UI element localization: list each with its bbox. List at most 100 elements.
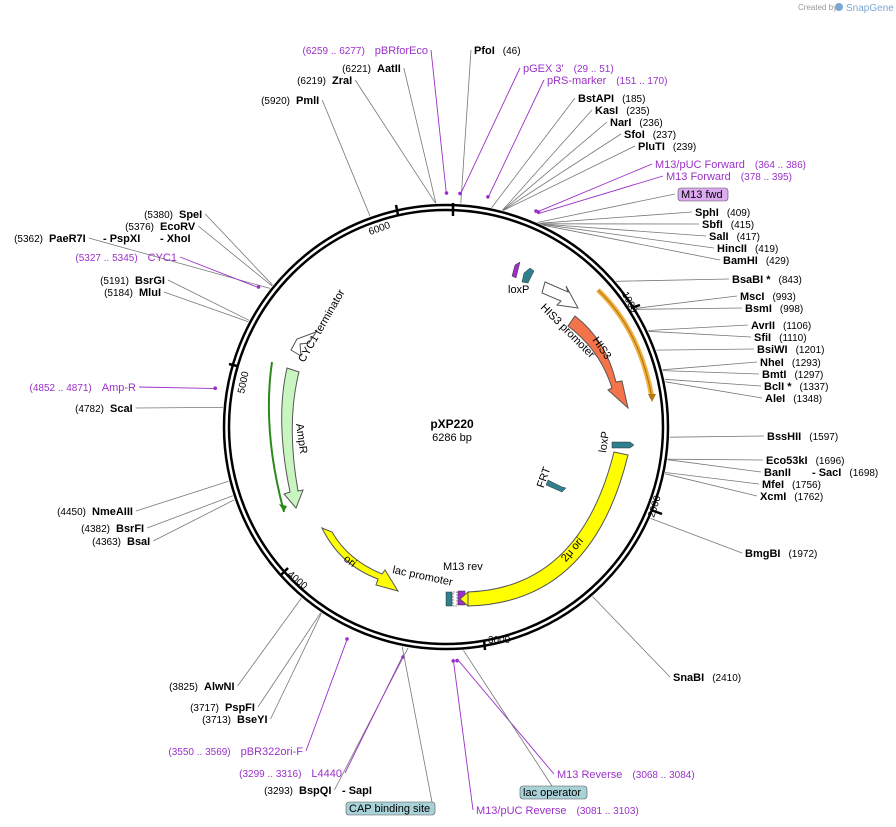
primer-m13-puc-forward-3[interactable]: M13/pUC Forward(364 .. 386) (655, 159, 806, 171)
m13-fwd-box[interactable]: M13 fwd (677, 187, 729, 202)
lac-operator-mark[interactable] (445, 591, 453, 607)
site-nhei-20[interactable]: NheI(1293) (760, 357, 821, 369)
site-pspxi-44[interactable]: - PspXI (103, 233, 140, 245)
site-bamhi-13[interactable]: BamHI(429) (723, 255, 789, 267)
site-aatii-1[interactable]: AatII(6221) (342, 63, 401, 75)
site-bcli-22[interactable]: BclI *(1337) (764, 381, 828, 393)
site-leader-line (667, 458, 764, 461)
lac-operator-box-bg (519, 785, 588, 800)
site-bsrgi-42[interactable]: BsrGI(5191) (100, 275, 165, 287)
site-bseyi-34[interactable]: BseYI(3713) (202, 714, 267, 726)
site-nmeaiii-39[interactable]: NmeAIII(4450) (57, 506, 133, 518)
site-snabi-31[interactable]: SnaBI(2410) (673, 672, 741, 684)
primer-cyc1-5[interactable]: CYC1(5327 .. 5345) (75, 252, 177, 264)
ampr-arrow[interactable] (281, 367, 304, 509)
site-leader-line (543, 224, 721, 261)
site-name: SphI (695, 207, 719, 219)
primer-l4440-8[interactable]: L4440(3299 .. 3316) (239, 768, 342, 780)
loxp-right-arrow[interactable] (611, 441, 635, 449)
primer-name: pGEX 3' (523, 63, 564, 75)
primer-m13-puc-reverse-10[interactable]: M13/pUC Reverse(3081 .. 3103) (476, 805, 639, 817)
site-position: (1106) (783, 321, 811, 332)
site-alei-23[interactable]: AleI(1348) (765, 393, 822, 405)
site-name: SpeI (179, 209, 202, 221)
site-name: - XhoI (160, 233, 191, 245)
site-leader-line (665, 472, 760, 485)
site-banii-26[interactable]: BanII (764, 467, 791, 479)
site-hincii-12[interactable]: HincII(419) (717, 243, 778, 255)
site-xhoi-45[interactable]: - XhoI (160, 233, 191, 245)
site-name: - PspXI (103, 233, 140, 245)
primer-m13-forward-4[interactable]: M13 Forward(378 .. 395) (666, 171, 792, 183)
site-bmgbi-30[interactable]: BmgBI(1972) (745, 548, 817, 560)
site-xcmi-29[interactable]: XcmI(1762) (760, 491, 823, 503)
site-pluti-8[interactable]: PluTI(239) (638, 141, 696, 153)
site-position: (1698) (849, 468, 878, 479)
site-sphi-9[interactable]: SphI(409) (695, 207, 750, 219)
site-ecorv-46[interactable]: EcoRV(5376) (125, 221, 196, 233)
site-alwni-36[interactable]: AlwNI(3825) (169, 681, 234, 693)
primer-m13-reverse-9[interactable]: M13 Reverse(3068 .. 3084) (557, 769, 695, 781)
site-sbfi-10[interactable]: SbfI(415) (702, 219, 754, 231)
site-pfoi-0[interactable]: PfoI(46) (474, 45, 521, 57)
site-leader-line (270, 613, 322, 720)
site-saci-27[interactable]: - SacI(1698) (812, 467, 878, 479)
site-avrii-17[interactable]: AvrII(1106) (751, 320, 811, 332)
primer-leader-line (452, 658, 474, 811)
site-zrai-2[interactable]: ZraI(6219) (297, 75, 352, 87)
site-pspfi-35[interactable]: PspFI(3717) (190, 702, 255, 714)
site-mfei-28[interactable]: MfeI(1756) (762, 479, 821, 491)
tick-2000 (650, 508, 663, 516)
cap-binding-site-box-bg (345, 801, 436, 816)
lac-promoter-mark[interactable] (452, 591, 458, 607)
site-paer7i-43[interactable]: PaeR7I(5362) (14, 233, 86, 245)
site-eco53ki-25[interactable]: Eco53kI(1696) (766, 455, 845, 467)
site-nari-6[interactable]: NarI(236) (610, 117, 663, 129)
site-name: AatII (377, 63, 401, 75)
lac-operator-box[interactable]: lac operator (519, 785, 588, 800)
primer-pbrforeco-0[interactable]: pBRforEco(6259 .. 6277) (303, 45, 428, 57)
primer-leader-line (535, 163, 653, 214)
primer-binding-mark (455, 658, 459, 663)
primer-pbr322ori-f-7[interactable]: pBR322ori-F(3550 .. 3569) (168, 746, 303, 758)
primer-binding-mark (451, 659, 456, 663)
site-bsai-37[interactable]: BsaI(4363) (92, 536, 150, 548)
cap-binding-site-box-text: CAP binding site (349, 803, 430, 815)
ori-arrow[interactable] (320, 527, 400, 592)
site-bspqi-32[interactable]: BspQI(3293) (264, 785, 331, 797)
loxp-top-purple-mark[interactable] (511, 261, 521, 279)
site-sfoi-7[interactable]: SfoI(237) (624, 129, 676, 141)
site-kasi-5[interactable]: KasI(235) (595, 105, 650, 117)
frt-arrow[interactable] (545, 479, 567, 493)
2mu-ori-arrow[interactable] (467, 451, 629, 607)
site-sfii-18[interactable]: SfiI(1110) (754, 332, 807, 344)
site-name: BsaI (127, 536, 150, 548)
cap-binding-site-box[interactable]: CAP binding site (345, 801, 436, 816)
site-bsmi-16[interactable]: BsmI(998) (745, 303, 803, 315)
site-position: (185) (622, 94, 645, 105)
site-name: BsmI (745, 303, 772, 315)
site-pmli-3[interactable]: PmlI(5920) (261, 95, 319, 107)
site-mlui-41[interactable]: MluI(5184) (104, 287, 161, 299)
site-sali-11[interactable]: SalI(417) (709, 231, 760, 243)
site-bsabi-14[interactable]: BsaBI *(843) (732, 274, 802, 286)
site-bsshii-24[interactable]: BssHII(1597) (767, 431, 838, 443)
his3-promoter-arrow[interactable] (541, 281, 579, 309)
primer-prs-marker-2[interactable]: pRS-marker(151 .. 170) (547, 75, 667, 87)
cyc1-terminator-arrow[interactable] (290, 331, 318, 357)
site-leader-line (403, 67, 437, 204)
site-scai-40[interactable]: ScaI(4782) (75, 403, 133, 415)
site-bstapi-4[interactable]: BstAPI(185) (578, 93, 645, 105)
site-bsiwi-19[interactable]: BsiWI(1201) (757, 344, 824, 356)
site-msci-15[interactable]: MscI(993) (740, 291, 796, 303)
site-spei-47[interactable]: SpeI(5380) (144, 209, 202, 221)
site-sapi-33[interactable]: - SapI (342, 785, 372, 797)
site-bsrfi-38[interactable]: BsrFI(4382) (81, 523, 144, 535)
loxp-top-arrow[interactable] (521, 267, 535, 284)
site-bmti-21[interactable]: BmtI(1297) (762, 369, 823, 381)
his3-arrow[interactable] (567, 315, 629, 410)
primer-amp-r-6[interactable]: Amp-R(4852 .. 4871) (30, 382, 137, 394)
primer-pgex-3-1[interactable]: pGEX 3'(29 .. 51) (523, 63, 614, 75)
primer-range: (3081 .. 3103) (576, 806, 638, 817)
